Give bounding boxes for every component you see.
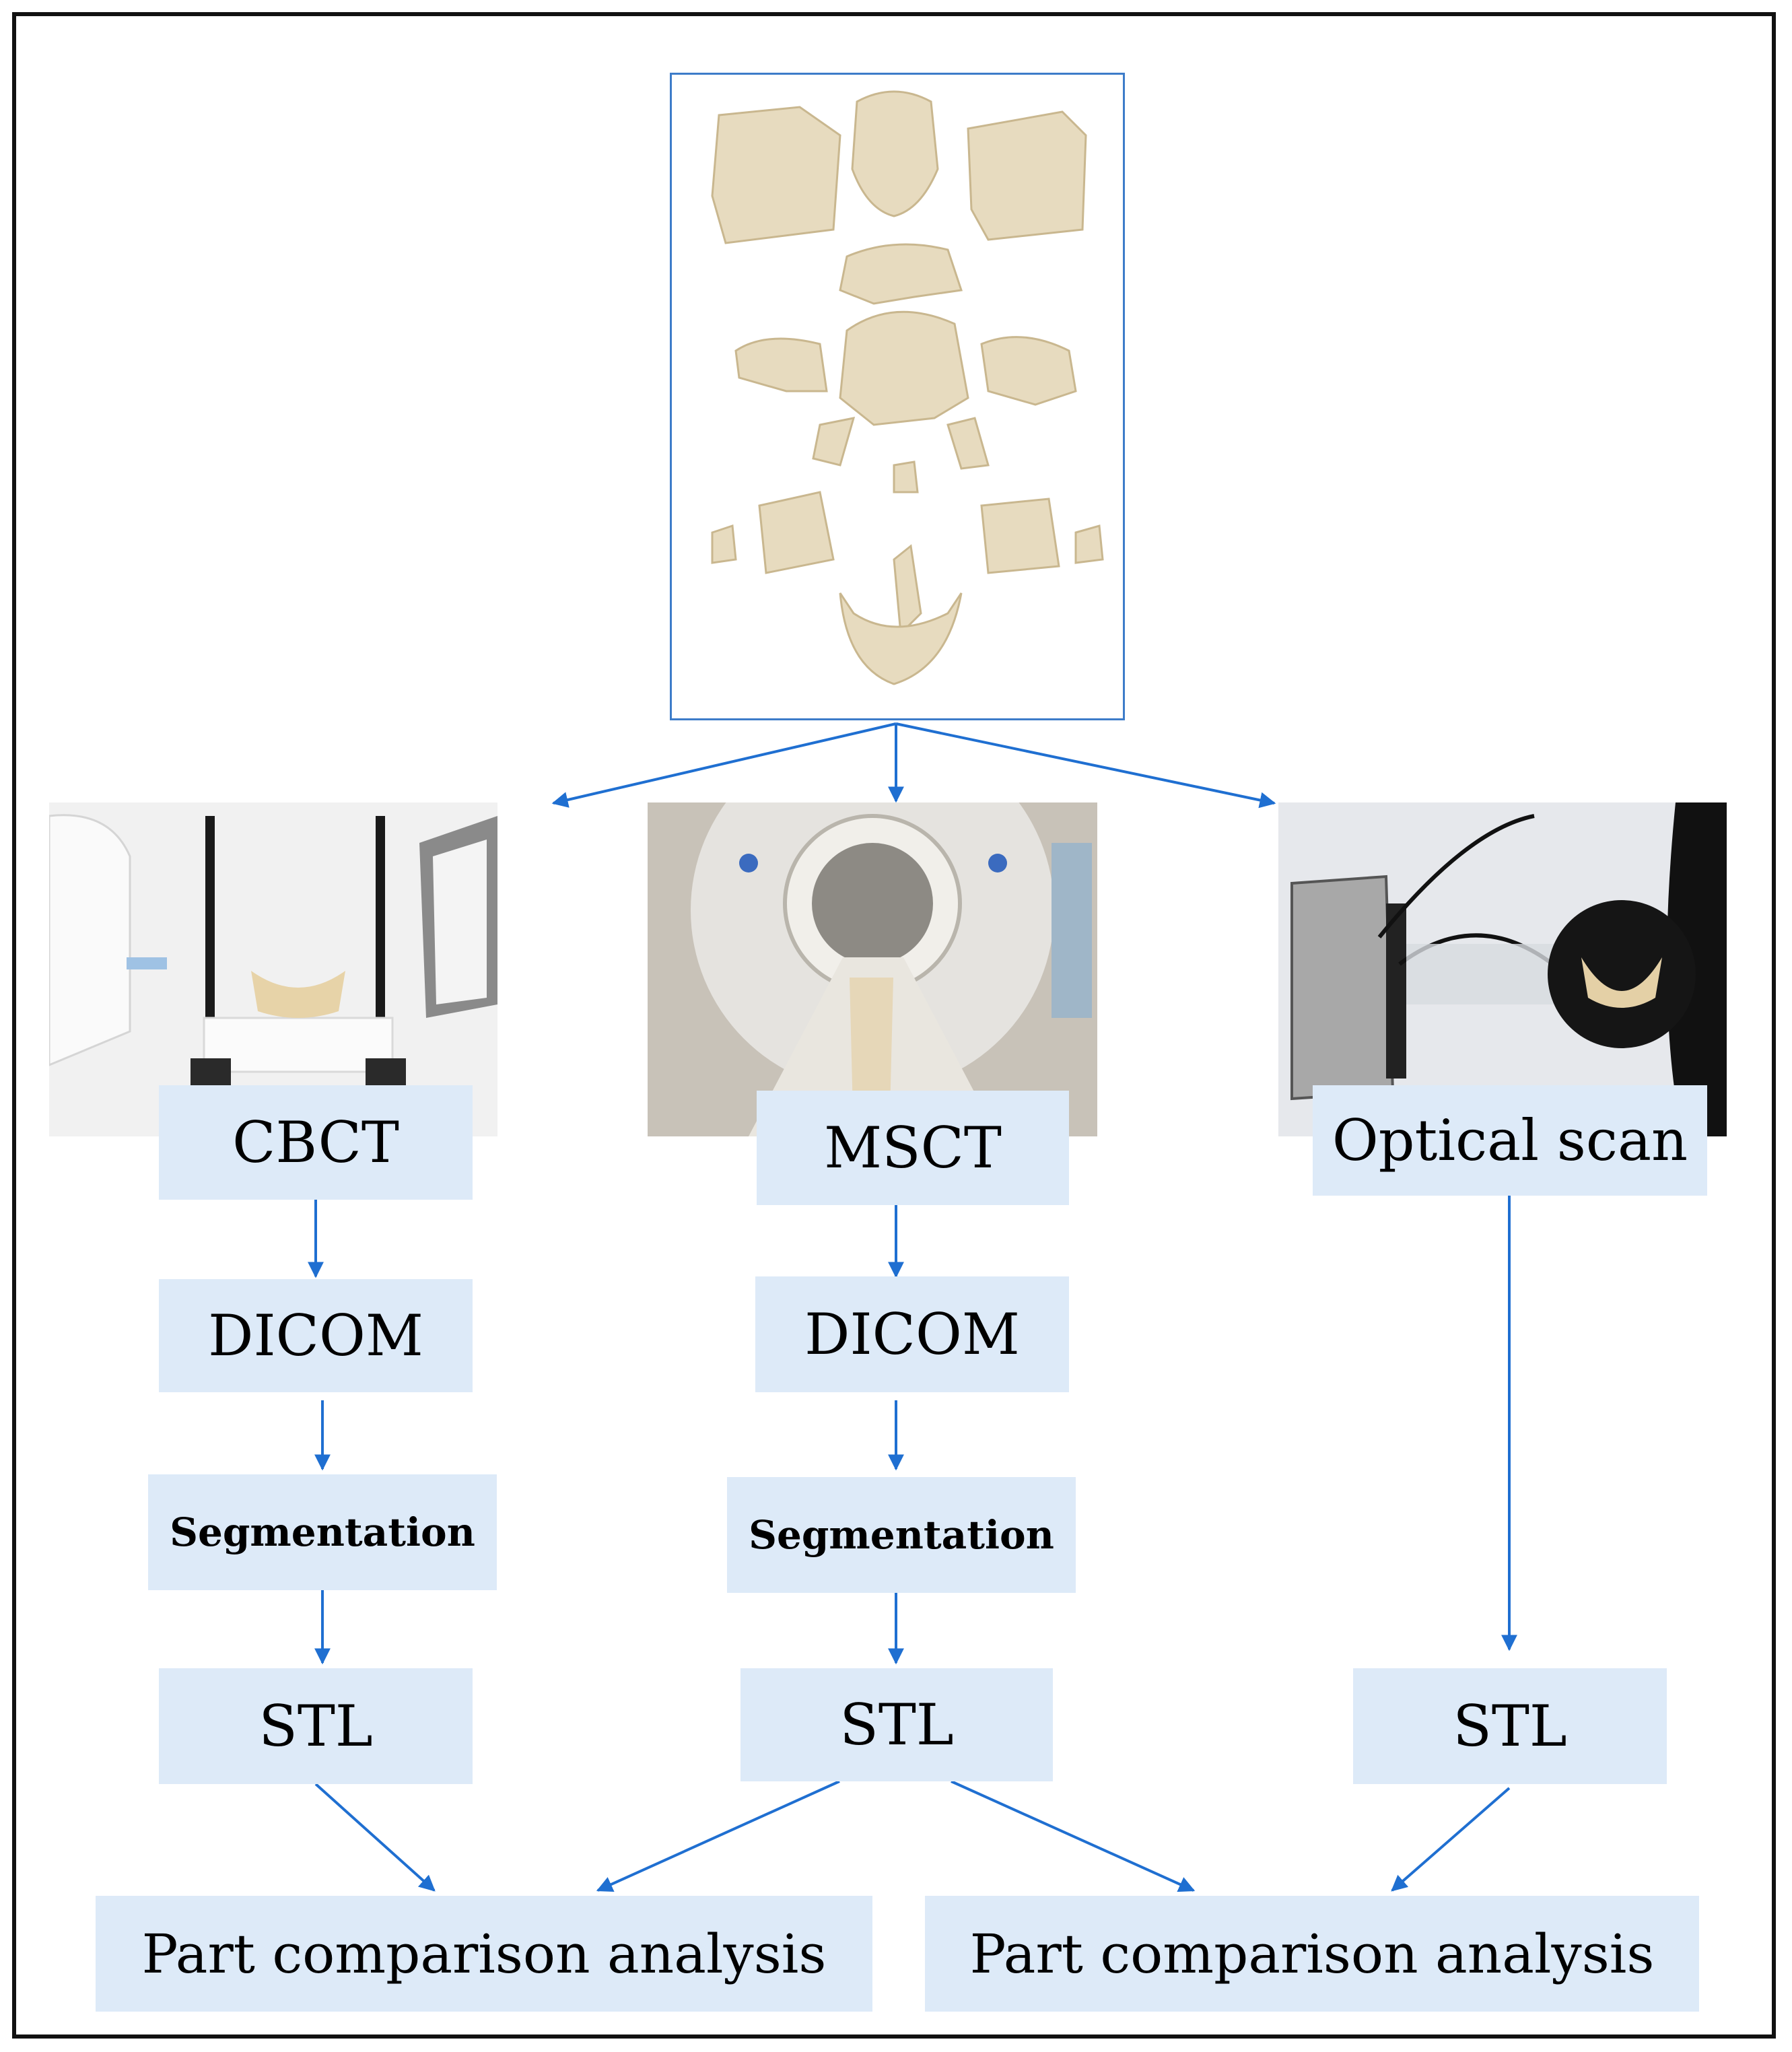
part-comparison-box-left: Part comparison analysis [96, 1896, 872, 2012]
optical-scanner-photo [1278, 802, 1727, 1136]
part-comparison-box-right: Part comparison analysis [925, 1896, 1699, 2012]
stl-box-msct: STL [740, 1668, 1053, 1781]
optical-scan-box: Optical scan [1313, 1085, 1707, 1196]
dicom-box-cbct: DICOM [159, 1279, 473, 1392]
msct-box: MSCT [757, 1091, 1069, 1205]
cbct-box: CBCT [159, 1085, 473, 1200]
cbct-scanner-photo [49, 802, 497, 1136]
disarticulated-skull-image [670, 73, 1125, 720]
arrow-stl-cbct-to-compare-left [314, 1783, 436, 1892]
arrow-stl-optical-to-compare-right [1391, 1787, 1511, 1892]
arrow-stl-msct-to-compare-right [951, 1780, 1196, 1892]
dicom-box-msct: DICOM [755, 1276, 1069, 1392]
arrow-skull-to-optical [895, 722, 1276, 809]
segmentation-box-msct: Segmentation [727, 1477, 1076, 1593]
figure-frame [12, 12, 1776, 2039]
arrow-stl-msct-to-compare-left [596, 1780, 840, 1892]
arrow-skull-to-cbct [551, 722, 897, 808]
stl-box-optical: STL [1353, 1668, 1667, 1784]
stl-box-cbct: STL [159, 1668, 473, 1784]
segmentation-box-cbct: Segmentation [148, 1474, 497, 1590]
